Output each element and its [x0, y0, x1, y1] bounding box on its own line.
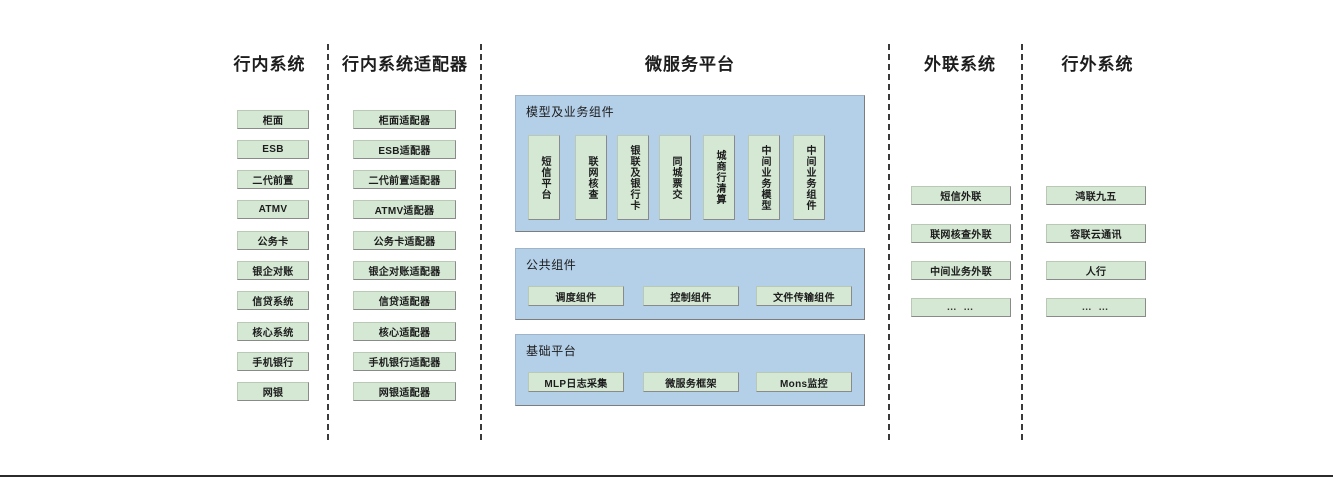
vnode-label: 中间业务组件: [804, 144, 815, 211]
node-internal-adapter[interactable]: 手机银行适配器: [353, 352, 456, 371]
vnode-label: 银联及银行卡: [628, 144, 639, 211]
node-internal-adapter[interactable]: 公务卡适配器: [353, 231, 456, 250]
node-internal-adapter[interactable]: 银企对账适配器: [353, 261, 456, 280]
node-internal-system[interactable]: 柜面: [237, 110, 309, 129]
column-title-outside-systems: 行外系统: [1061, 55, 1134, 74]
panel-public-components: 公共组件: [515, 248, 865, 320]
vnode-label: 城商行清算: [714, 150, 725, 205]
node-external-link-system-more[interactable]: … …: [911, 298, 1011, 317]
node-internal-adapter[interactable]: 信贷适配器: [353, 291, 456, 310]
node-outside-system[interactable]: 容联云通讯: [1046, 224, 1146, 243]
panel-label-public-components: 公共组件: [526, 258, 577, 272]
node-internal-system[interactable]: 二代前置: [237, 170, 309, 189]
node-internal-system[interactable]: 公务卡: [237, 231, 309, 250]
node-outside-system[interactable]: 人行: [1046, 261, 1146, 280]
node-external-link-system[interactable]: 短信外联: [911, 186, 1011, 205]
node-internal-system[interactable]: 手机银行: [237, 352, 309, 371]
divider-4: [1021, 44, 1023, 440]
vnode-model-component[interactable]: 中间业务组件: [793, 135, 825, 220]
vnode-model-component[interactable]: 银联及银行卡: [617, 135, 649, 220]
divider-2: [480, 44, 482, 440]
node-internal-system[interactable]: ESB: [237, 140, 309, 159]
vnode-model-component[interactable]: 短信平台: [528, 135, 560, 220]
vnode-label: 联网核查: [586, 155, 597, 200]
column-title-microservice-platform: 微服务平台: [645, 55, 735, 74]
vnode-label: 中间业务模型: [759, 144, 770, 211]
node-internal-adapter[interactable]: 核心适配器: [353, 322, 456, 341]
divider-1: [327, 44, 329, 440]
node-internal-adapter[interactable]: 二代前置适配器: [353, 170, 456, 189]
node-internal-adapter[interactable]: ATMV适配器: [353, 200, 456, 219]
node-outside-system-more[interactable]: … …: [1046, 298, 1146, 317]
node-internal-system[interactable]: 银企对账: [237, 261, 309, 280]
node-external-link-system[interactable]: 联网核查外联: [911, 224, 1011, 243]
node-basic-platform-component[interactable]: Mons监控: [756, 372, 852, 392]
node-internal-adapter[interactable]: ESB适配器: [353, 140, 456, 159]
vnode-model-component[interactable]: 城商行清算: [703, 135, 735, 220]
node-internal-system[interactable]: ATMV: [237, 200, 309, 219]
node-public-component[interactable]: 控制组件: [643, 286, 739, 306]
bottom-divider-rule: [0, 475, 1333, 477]
vnode-model-component[interactable]: 同城票交: [659, 135, 691, 220]
vnode-label: 同城票交: [670, 155, 681, 200]
node-public-component[interactable]: 调度组件: [528, 286, 624, 306]
divider-3: [888, 44, 890, 440]
node-outside-system[interactable]: 鸿联九五: [1046, 186, 1146, 205]
node-public-component[interactable]: 文件传输组件: [756, 286, 852, 306]
column-title-internal-systems: 行内系统: [233, 55, 306, 74]
node-internal-adapter[interactable]: 柜面适配器: [353, 110, 456, 129]
node-basic-platform-component[interactable]: 微服务框架: [643, 372, 739, 392]
panel-label-model-business-components: 模型及业务组件: [526, 105, 615, 119]
node-internal-adapter[interactable]: 网银适配器: [353, 382, 456, 401]
node-basic-platform-component[interactable]: MLP日志采集: [528, 372, 624, 392]
node-internal-system[interactable]: 核心系统: [237, 322, 309, 341]
vnode-model-component[interactable]: 联网核查: [575, 135, 607, 220]
node-external-link-system[interactable]: 中间业务外联: [911, 261, 1011, 280]
panel-label-basic-platform: 基础平台: [526, 344, 577, 358]
column-title-internal-adapters: 行内系统适配器: [342, 55, 468, 74]
vnode-label: 短信平台: [539, 155, 550, 200]
node-internal-system[interactable]: 网银: [237, 382, 309, 401]
node-internal-system[interactable]: 信贷系统: [237, 291, 309, 310]
panel-basic-platform: 基础平台: [515, 334, 865, 406]
column-title-external-link-systems: 外联系统: [924, 55, 996, 74]
vnode-model-component[interactable]: 中间业务模型: [748, 135, 780, 220]
